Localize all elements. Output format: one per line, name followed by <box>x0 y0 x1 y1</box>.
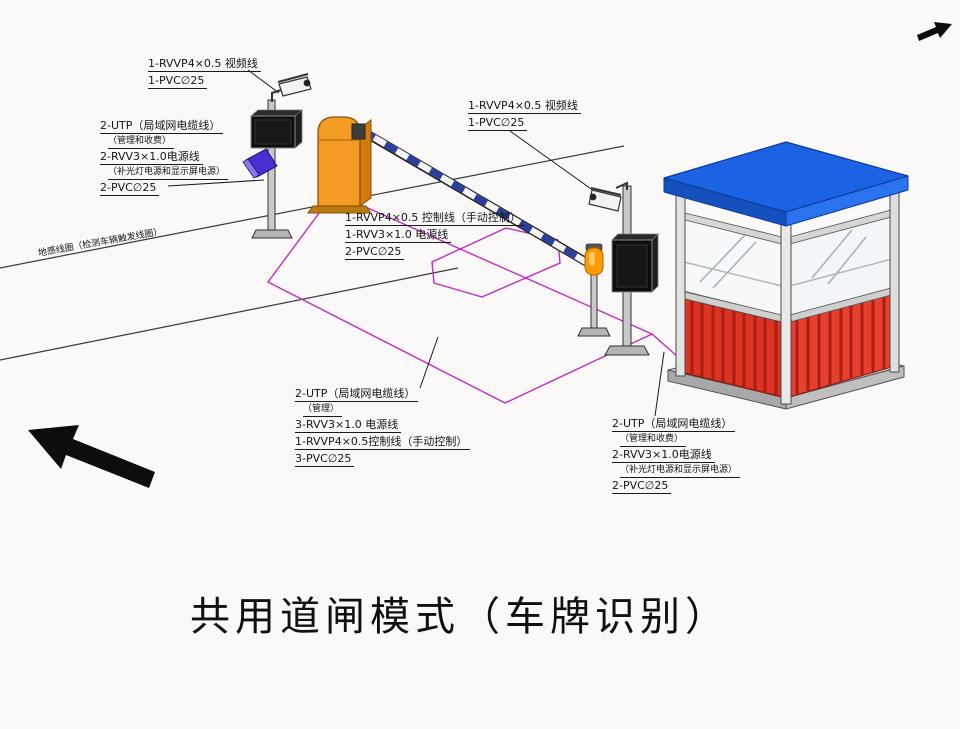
exit-camera-assembly <box>588 181 659 356</box>
cable-spec-line: 3-RVV3×1.0 电源线 <box>295 418 402 434</box>
control-box-panel <box>616 244 648 288</box>
cable-spec-line: 2-UTP（局域网电缆线） <box>100 119 224 135</box>
ground-loop-coil <box>431 227 561 298</box>
led-display-top <box>249 109 304 117</box>
camera-2-lens <box>589 193 597 201</box>
cable-spec-subline: （补光灯电源和显示屏电源） <box>108 167 229 180</box>
camera-2-visor <box>590 187 622 196</box>
camera-pole-2-base <box>604 345 650 356</box>
camera-1-lens <box>303 79 311 87</box>
entry-camera-assembly <box>242 73 312 239</box>
booth-post-right <box>889 185 900 373</box>
leader-camera1 <box>247 69 280 94</box>
cable-spec-line: 1-RVVP4×0.5 控制线（手动控制） <box>345 211 524 227</box>
warning-light-pole <box>590 271 598 331</box>
cable-spec-subline: （管理和收费） <box>620 434 687 447</box>
led-display-screen <box>254 119 292 145</box>
camera-1-visor <box>277 73 309 83</box>
label-lane-cable: 2-UTP（局域网电缆线） （管理） 3-RVV3×1.0 电源线 1-RVVP… <box>295 387 471 470</box>
label-booth-cable: 2-UTP（局域网电缆线） （管理和收费） 2-RVV3×1.0电源线 （补光灯… <box>612 417 741 497</box>
booth-post-front <box>780 219 792 405</box>
leader-lane <box>419 336 439 389</box>
cable-spec-line: 1-RVVP4×0.5控制线（手动控制） <box>295 435 471 451</box>
control-box-side <box>651 233 659 293</box>
cable-spec-subline: （管理和收费） <box>108 136 175 149</box>
cable-spec-line: 2-RVV3×1.0电源线 <box>100 150 203 166</box>
cable-spec-line: 1-PVC∅25 <box>148 75 208 90</box>
cable-spec-line: 2-PVC∅25 <box>612 479 672 495</box>
road-line-lower <box>0 267 459 361</box>
leader-camera2 <box>509 130 602 197</box>
barrier-arm-pivot <box>351 123 366 140</box>
cable-spec-line: 2-UTP（局域网电缆线） <box>612 417 736 433</box>
warning-light-highlight <box>589 252 595 266</box>
barrier-arm-stripes <box>361 128 588 265</box>
wall-corrugation-left <box>690 301 778 395</box>
cable-spec-line: 1-RVVP4×0.5 视频线 <box>468 99 581 115</box>
camera-1-bracket <box>271 88 285 102</box>
lane-outline <box>266 192 654 404</box>
barrier-gate <box>307 116 591 267</box>
cable-spec-line: 1-PVC∅25 <box>468 117 528 132</box>
cable-spec-subline: （补光灯电源和显示屏电源） <box>620 465 741 478</box>
cable-spec-line: 2-PVC∅25 <box>100 181 160 197</box>
loop-feeder-line <box>651 333 679 358</box>
camera-pole-1-base <box>251 229 293 239</box>
label-camera1-cable: 1-RVVP4×0.5 视频线 1-PVC∅25 <box>148 57 261 92</box>
cable-spec-line: 2-PVC∅25 <box>345 246 405 261</box>
label-camera2-cable: 1-RVVP4×0.5 视频线 1-PVC∅25 <box>468 99 581 134</box>
booth-post-left <box>675 189 686 377</box>
north-arrow-icon <box>917 22 952 41</box>
cable-spec-subline: （管理） <box>303 404 343 417</box>
detection-zone <box>266 192 679 404</box>
diagram-title: 共用道闸模式（车牌识别） <box>190 594 730 640</box>
window-reflection-lines <box>699 229 867 289</box>
led-display-side <box>294 109 303 149</box>
warning-light-base <box>577 327 611 337</box>
booth-roof-fascia-right <box>785 175 909 227</box>
cable-spec-line: 2-RVV3×1.0电源线 <box>612 448 715 464</box>
control-box-top <box>611 233 659 241</box>
camera-2-bracket <box>615 181 628 190</box>
direction-arrow-icon <box>28 425 155 488</box>
warning-light-assembly <box>577 243 611 337</box>
cable-spec-line: 2-UTP（局域网电缆线） <box>295 387 419 403</box>
label-barrier-cable: 1-RVVP4×0.5 控制线（手动控制） 1-RVV3×1.0 电源线 2-P… <box>345 211 524 263</box>
lpr-camera-2 <box>588 189 622 212</box>
leader-lines <box>167 69 665 417</box>
cable-spec-line: 1-RVVP4×0.5 视频线 <box>148 57 261 73</box>
road-edge-lines <box>0 145 625 361</box>
booth-floor-front-right <box>785 365 905 410</box>
label-pole1-cable: 2-UTP（局域网电缆线） （管理和收费） 2-RVV3×1.0电源线 （补光灯… <box>100 119 229 199</box>
cable-spec-line: 3-PVC∅25 <box>295 453 355 468</box>
leader-booth <box>654 351 665 417</box>
flood-light-face <box>242 158 260 179</box>
cable-spec-line: 1-RVV3×1.0 电源线 <box>345 229 452 244</box>
guard-booth <box>663 141 909 410</box>
wall-corrugation-right <box>795 296 886 395</box>
leader-pole1 <box>167 179 265 187</box>
lpr-camera-1 <box>278 76 312 97</box>
barrier-cabinet-base <box>307 205 372 214</box>
